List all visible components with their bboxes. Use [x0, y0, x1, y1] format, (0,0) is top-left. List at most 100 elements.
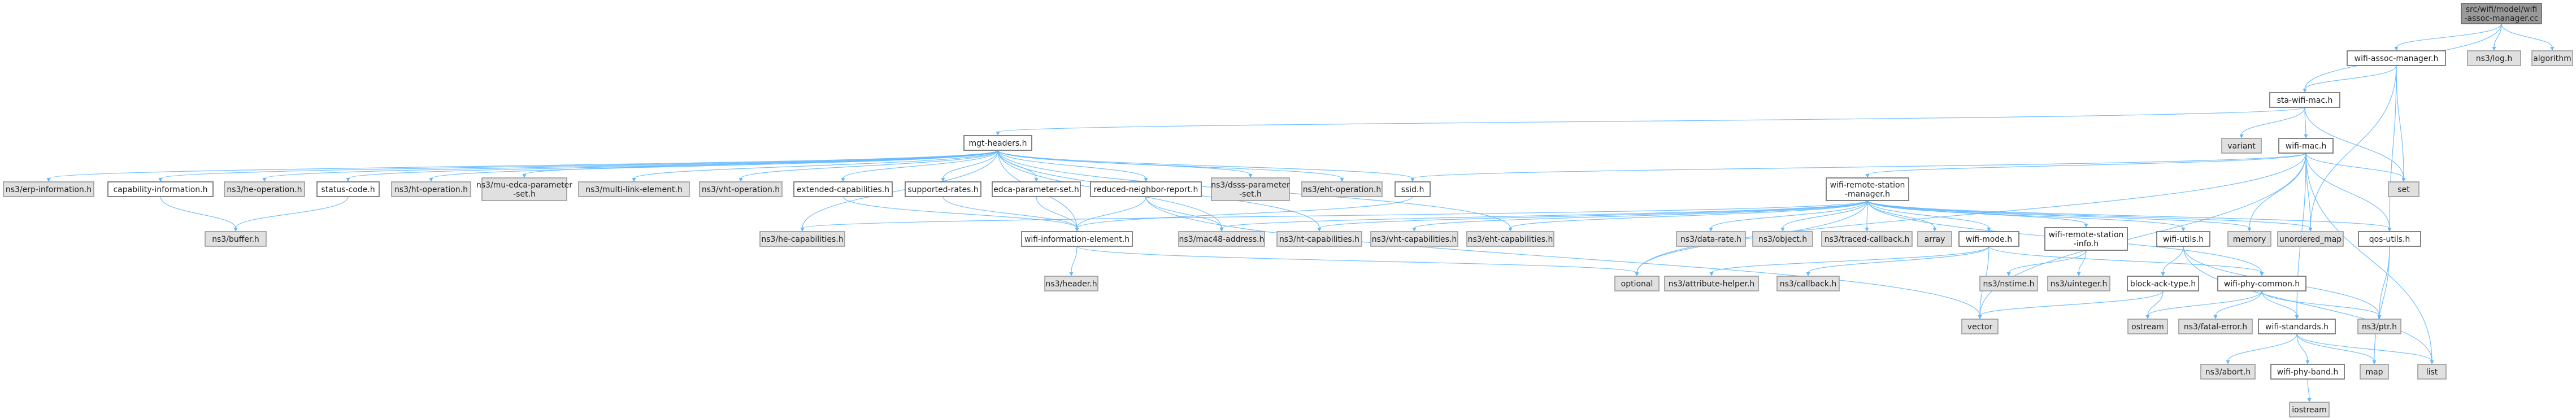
node-object[interactable]: ns3/object.h	[1752, 231, 1813, 247]
node-wstandards[interactable]: wifi-standards.h	[2258, 319, 2336, 334]
node-mgt[interactable]: mgt-headers.h	[963, 135, 1032, 151]
node-box-erp[interactable]	[3, 181, 94, 197]
node-box-rnr[interactable]	[1090, 181, 1202, 197]
node-memory[interactable]: memory	[2227, 231, 2271, 247]
node-box-suprates[interactable]	[905, 181, 981, 197]
node-box-mac48[interactable]	[1178, 231, 1265, 247]
node-box-uinteger[interactable]	[2047, 276, 2110, 291]
node-variant[interactable]: variant	[2221, 138, 2262, 154]
node-box-multilink[interactable]	[578, 181, 690, 197]
node-box-sta_mac[interactable]	[2269, 92, 2340, 108]
node-array[interactable]: array	[1917, 231, 1952, 247]
node-box-memory[interactable]	[2227, 231, 2271, 247]
node-mac48[interactable]: ns3/mac48-address.h	[1178, 231, 1265, 247]
node-box-abort[interactable]	[2200, 364, 2256, 380]
node-map[interactable]: map	[2360, 364, 2389, 380]
node-edca[interactable]: edca-parameter-set.h	[992, 181, 1081, 197]
node-box-umap[interactable]	[2277, 231, 2344, 247]
node-box-root[interactable]	[2461, 3, 2542, 24]
node-box-callback[interactable]	[1776, 276, 1840, 291]
node-box-vector[interactable]	[1961, 319, 1999, 334]
node-set[interactable]: set	[2388, 181, 2419, 197]
node-uinteger[interactable]: ns3/uinteger.h	[2047, 276, 2110, 291]
node-box-wrsi[interactable]	[2044, 227, 2128, 251]
node-box-list[interactable]	[2417, 364, 2447, 380]
node-header[interactable]: ns3/header.h	[1044, 276, 1098, 291]
node-extcap[interactable]: extended-capabilities.h	[793, 181, 893, 197]
node-log[interactable]: ns3/log.h	[2467, 50, 2521, 66]
node-box-qos[interactable]	[2358, 231, 2421, 247]
node-box-variant[interactable]	[2221, 138, 2262, 154]
node-box-algorithm[interactable]	[2531, 50, 2573, 66]
node-box-ostream[interactable]	[2127, 319, 2168, 334]
node-wrsi[interactable]: wifi-remote-station-info.h	[2044, 227, 2128, 251]
node-root[interactable]: src/wifi/model/wifi-assoc-manager.cc	[2461, 3, 2542, 24]
node-buffer[interactable]: ns3/buffer.h	[205, 231, 267, 247]
node-phyband[interactable]: wifi-phy-band.h	[2270, 364, 2345, 380]
node-box-set[interactable]	[2388, 181, 2419, 197]
node-box-ht_cap[interactable]	[1276, 231, 1362, 247]
node-eht_op[interactable]: ns3/eht-operation.h	[1301, 181, 1383, 197]
node-wie[interactable]: wifi-information-element.h	[1021, 231, 1133, 247]
node-eht_cap[interactable]: ns3/eht-capabilities.h	[1466, 231, 1554, 247]
node-ssid[interactable]: ssid.h	[1395, 181, 1431, 197]
node-blockack[interactable]: block-ack-type.h	[2127, 276, 2199, 291]
node-dsss[interactable]: ns3/dsss-parameter-set.h	[1211, 177, 1290, 201]
node-box-wifi_mac[interactable]	[2278, 138, 2334, 154]
node-status[interactable]: status-code.h	[316, 181, 380, 197]
node-box-wam_h[interactable]	[2347, 50, 2446, 66]
node-box-dsss[interactable]	[1211, 177, 1290, 201]
node-box-he_cap[interactable]	[759, 231, 845, 247]
node-attrhelper[interactable]: ns3/attribute-helper.h	[1664, 276, 1759, 291]
node-box-eht_op[interactable]	[1301, 181, 1383, 197]
node-box-traced[interactable]	[1821, 231, 1913, 247]
node-algorithm[interactable]: algorithm	[2531, 50, 2573, 66]
node-multilink[interactable]: ns3/multi-link-element.h	[578, 181, 690, 197]
node-mu_edca[interactable]: ns3/mu-edca-parameter-set.h	[476, 177, 572, 201]
node-box-ptr[interactable]	[2357, 319, 2401, 334]
node-box-wphycommon[interactable]	[2217, 276, 2306, 291]
node-ht_cap[interactable]: ns3/ht-capabilities.h	[1276, 231, 1362, 247]
node-box-datarate[interactable]	[1676, 231, 1746, 247]
node-box-map[interactable]	[2360, 364, 2389, 380]
node-box-log[interactable]	[2467, 50, 2521, 66]
node-wam_h[interactable]: wifi-assoc-manager.h	[2347, 50, 2446, 66]
node-rnr[interactable]: reduced-neighbor-report.h	[1090, 181, 1202, 197]
node-box-phyband[interactable]	[2270, 364, 2345, 380]
node-box-nstime[interactable]	[1979, 276, 2038, 291]
node-box-optional[interactable]	[1614, 276, 1660, 291]
node-ptr[interactable]: ns3/ptr.h	[2357, 319, 2401, 334]
node-box-wstandards[interactable]	[2258, 319, 2336, 334]
node-box-ssid[interactable]	[1395, 181, 1431, 197]
node-wutils[interactable]: wifi-utils.h	[2156, 231, 2210, 247]
node-box-mgt[interactable]	[963, 135, 1032, 151]
node-abort[interactable]: ns3/abort.h	[2200, 364, 2256, 380]
node-iostream[interactable]: iostream	[2289, 402, 2330, 417]
node-he_op[interactable]: ns3/he-operation.h	[224, 181, 305, 197]
node-optional[interactable]: optional	[1614, 276, 1660, 291]
node-umap[interactable]: unordered_map	[2277, 231, 2344, 247]
node-wphycommon[interactable]: wifi-phy-common.h	[2217, 276, 2306, 291]
node-ostream[interactable]: ostream	[2127, 319, 2168, 334]
node-box-buffer[interactable]	[205, 231, 267, 247]
node-vht_op[interactable]: ns3/vht-operation.h	[699, 181, 783, 197]
node-sta_mac[interactable]: sta-wifi-mac.h	[2269, 92, 2340, 108]
node-box-edca[interactable]	[992, 181, 1081, 197]
node-datarate[interactable]: ns3/data-rate.h	[1676, 231, 1746, 247]
node-box-iostream[interactable]	[2289, 402, 2330, 417]
node-vht_cap[interactable]: ns3/vht-capabilities.h	[1370, 231, 1458, 247]
node-box-blockack[interactable]	[2127, 276, 2199, 291]
node-box-wie[interactable]	[1021, 231, 1133, 247]
node-qos[interactable]: qos-utils.h	[2358, 231, 2421, 247]
node-fatal[interactable]: ns3/fatal-error.h	[2178, 319, 2253, 334]
node-capinfo[interactable]: capability-information.h	[107, 181, 214, 197]
node-box-fatal[interactable]	[2178, 319, 2253, 334]
node-box-header[interactable]	[1044, 276, 1098, 291]
node-box-extcap[interactable]	[793, 181, 893, 197]
node-box-vht_op[interactable]	[699, 181, 783, 197]
node-traced[interactable]: ns3/traced-callback.h	[1821, 231, 1913, 247]
node-ht_op[interactable]: ns3/ht-operation.h	[391, 181, 471, 197]
node-suprates[interactable]: supported-rates.h	[905, 181, 981, 197]
node-box-array[interactable]	[1917, 231, 1952, 247]
node-box-ht_op[interactable]	[391, 181, 471, 197]
